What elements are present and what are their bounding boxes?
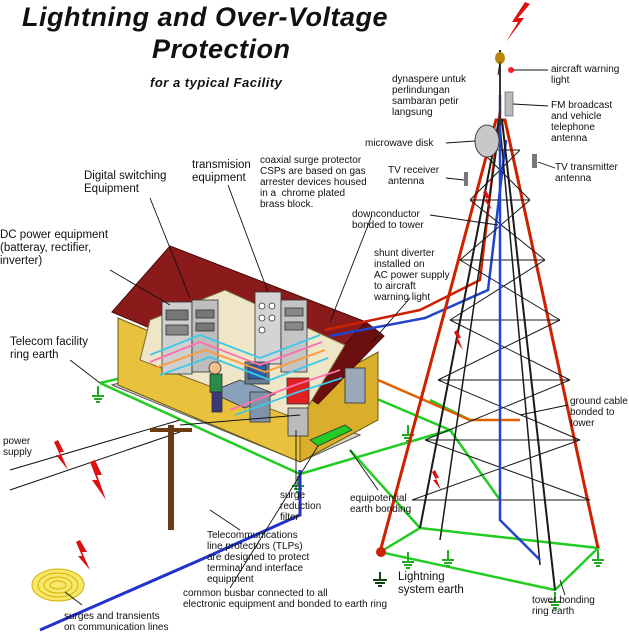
label-tv-receiver: TV receiver antenna xyxy=(388,165,440,187)
label-surge-filter: surge reduction filter xyxy=(280,490,322,523)
label-equipotential: equipotential earth bonding xyxy=(350,493,412,515)
facility-cabling xyxy=(149,334,343,416)
label-microwave-disk: microwave disk xyxy=(365,138,434,149)
lightning-bolt-icon xyxy=(483,190,492,210)
label-fm-antenna: FM broadcast and vehicle telephone anten… xyxy=(551,100,613,144)
lightning-bolt-icon xyxy=(432,470,441,490)
leader-lines xyxy=(64,61,569,606)
label-coaxial-csp: coaxial surge protector CSPs are based o… xyxy=(260,155,367,210)
mast-top xyxy=(464,50,537,186)
lightning-bolt-icon xyxy=(506,2,530,42)
label-downconductor: downconductor bonded to tower xyxy=(352,209,424,231)
utility-pole xyxy=(150,425,192,530)
label-power-supply: power supply xyxy=(3,436,32,458)
dynasphere-icon xyxy=(495,52,505,64)
label-shunt-diverter: shunt diverter installed on AC power sup… xyxy=(374,248,450,303)
ground-stakes xyxy=(92,386,604,609)
aircraft-warning-light-icon xyxy=(508,67,514,73)
tv-receiver-antenna-icon xyxy=(464,172,468,186)
label-tv-transmitter: TV transmitter antenna xyxy=(555,162,618,184)
lightning-bolts xyxy=(54,2,530,570)
label-common-busbar: common busbar connected to all electroni… xyxy=(183,588,388,610)
label-tlp: Telecommunications line protectors (TLPs… xyxy=(207,530,310,585)
label-telecom-ring-earth: Telecom facility ring earth xyxy=(10,336,88,361)
transmission-rack xyxy=(254,291,308,373)
lightning-bolt-icon xyxy=(90,460,106,500)
microwave-disk-icon xyxy=(474,124,500,158)
label-dc-power: DC power equipment (batteray, rectifier,… xyxy=(0,229,109,267)
power-panel xyxy=(344,367,366,404)
label-dynasphere: dynaspere untuk perlindungan sambaran pe… xyxy=(392,74,466,118)
lightning-bolt-icon xyxy=(54,440,68,470)
title-line-2: Protection xyxy=(152,34,291,64)
tv-transmitter-antenna-icon xyxy=(532,154,537,168)
lightning-bolt-icon xyxy=(454,330,463,350)
label-lightning-earth: Lightning system earth xyxy=(398,571,464,596)
label-tower-ring: tower bonding ring earth xyxy=(532,595,595,617)
label-digital-switching: Digital switching Equipment xyxy=(84,170,167,195)
label-surges-transients: surges and transients on communication l… xyxy=(64,611,169,633)
title-line-3: for a typical Facility xyxy=(150,75,283,90)
surge-reduction-filter-box xyxy=(286,377,310,405)
label-transmission-equipment: transmision equipment xyxy=(192,159,251,184)
title-line-1: Lightning and Over-Voltage xyxy=(22,2,389,32)
label-ground-cable: ground cable bonded to tower xyxy=(570,396,628,429)
surge-coil-icon xyxy=(31,568,85,602)
fm-antenna-icon xyxy=(504,91,514,117)
label-aircraft-light: aircraft warning light xyxy=(551,64,620,86)
lightning-bolt-icon xyxy=(76,540,90,570)
